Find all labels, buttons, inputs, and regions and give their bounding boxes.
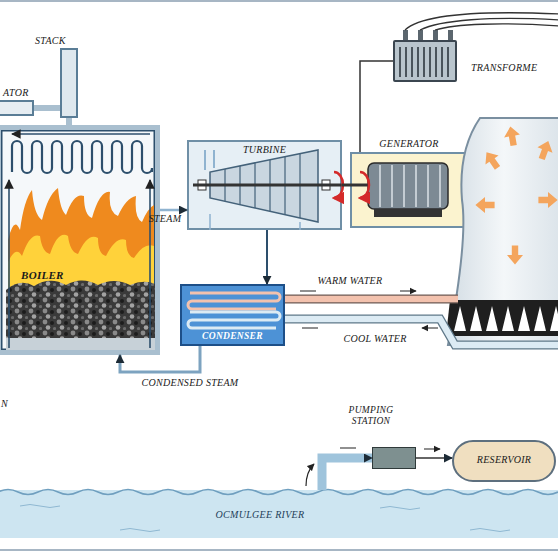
- turbine-label: TURBINE: [189, 144, 340, 155]
- air-flow-arrow: [507, 245, 523, 264]
- insulator: [418, 30, 423, 40]
- pipe-label: COOL WATER: [325, 333, 425, 344]
- condenser: CONDENSER: [180, 284, 285, 346]
- flow-arrow: [306, 464, 314, 486]
- steam-line: [160, 209, 187, 212]
- cool-water-pipe: [285, 319, 558, 345]
- stack-label: STACK: [35, 35, 95, 46]
- air-flow-arrow: [538, 192, 557, 208]
- edge-label: STEAM: [149, 213, 182, 224]
- boiler: BOILER: [0, 125, 160, 355]
- flue-duct: [66, 118, 72, 125]
- generator-label: GENERATOR: [352, 138, 466, 149]
- pipe-label: WARM WATER: [300, 275, 400, 286]
- transformer: TRANSFORME: [393, 40, 457, 82]
- cool-water-pipe: [285, 319, 558, 345]
- power-line: [405, 13, 558, 30]
- boiler-label: BOILER: [21, 269, 81, 281]
- tower-fill-lattice: [446, 300, 558, 336]
- insulator: [448, 30, 453, 40]
- exhaust-steam-line: [266, 230, 268, 284]
- supply-pipe: [416, 457, 452, 459]
- fragment-label: N: [1, 398, 15, 409]
- edge-label: CONDENSED STEAM: [142, 377, 239, 388]
- drive-shaft: [342, 184, 350, 187]
- reservoir: RESERVOIR: [452, 440, 556, 482]
- intake-pipe: [322, 458, 372, 490]
- condenser-label: CONDENSER: [182, 331, 283, 342]
- generator: GENERATOR: [350, 152, 468, 228]
- power-cable: [360, 61, 393, 152]
- air-flow-arrow: [480, 148, 504, 173]
- air-flow-arrow: [534, 138, 556, 162]
- condensate-pipe: [120, 346, 200, 372]
- flow-arrow: [302, 327, 438, 328]
- precipitator-label: ATOR: [3, 87, 43, 98]
- insulator: [433, 30, 438, 40]
- pumping-station: PUMPING STATION: [372, 447, 416, 469]
- river-label: OCMULGEE RIVER: [185, 509, 335, 520]
- air-flow-arrow: [502, 125, 521, 147]
- warm-water-pipe: [285, 296, 458, 303]
- insulator: [403, 30, 408, 40]
- turbine: TURBINE: [187, 140, 342, 230]
- air-flow-arrow: [475, 197, 494, 213]
- pumping-station-label: PUMPING STATION: [343, 405, 399, 426]
- flow-arrow: [300, 290, 416, 291]
- tower-louvers: [454, 306, 558, 331]
- river: OCMULGEE RIVER: [0, 490, 558, 538]
- warm-water-pipe: [285, 295, 458, 304]
- transformer-label: TRANSFORME: [471, 62, 558, 73]
- precipitator: ATOR: [0, 100, 34, 116]
- reservoir-label: RESERVOIR: [454, 454, 554, 465]
- flue-duct: [34, 105, 60, 111]
- stack: STACK: [60, 48, 78, 118]
